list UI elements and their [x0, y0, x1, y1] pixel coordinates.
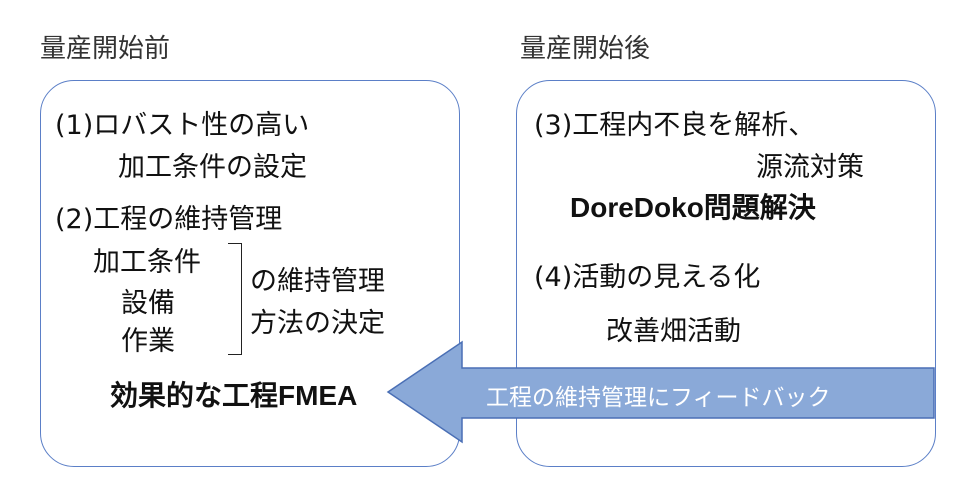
bracket-text-line1: の維持管理: [250, 266, 385, 297]
bracket-text-line2: 方法の決定: [250, 308, 385, 339]
item1-line2: 加工条件の設定: [118, 152, 307, 183]
list-item-equipment: 設備: [121, 288, 175, 319]
before-box: [40, 80, 460, 467]
list-item-work: 作業: [121, 326, 175, 357]
feedback-arrow-shape: [386, 340, 935, 444]
feedback-arrow-label: 工程の維持管理にフィードバック: [486, 385, 831, 411]
result-process-fmea: 効果的な工程FMEA: [110, 380, 358, 411]
item2-label: (2)工程の維持管理: [55, 204, 283, 235]
item1-line1: (1)ロバスト性の高い: [55, 110, 310, 141]
item4-label: (4)活動の見える化: [534, 262, 761, 293]
item3-method: DoreDoko問題解決: [570, 192, 816, 223]
heading-before-mass-production: 量産開始前: [40, 34, 171, 64]
item3-line1: (3)工程内不良を解析、: [534, 110, 816, 141]
item3-line2: 源流対策: [756, 152, 864, 183]
heading-after-mass-production: 量産開始後: [520, 34, 651, 64]
right-bracket: [228, 243, 242, 355]
list-item-conditions: 加工条件: [93, 247, 201, 278]
item4-method: 改善畑活動: [606, 316, 741, 347]
